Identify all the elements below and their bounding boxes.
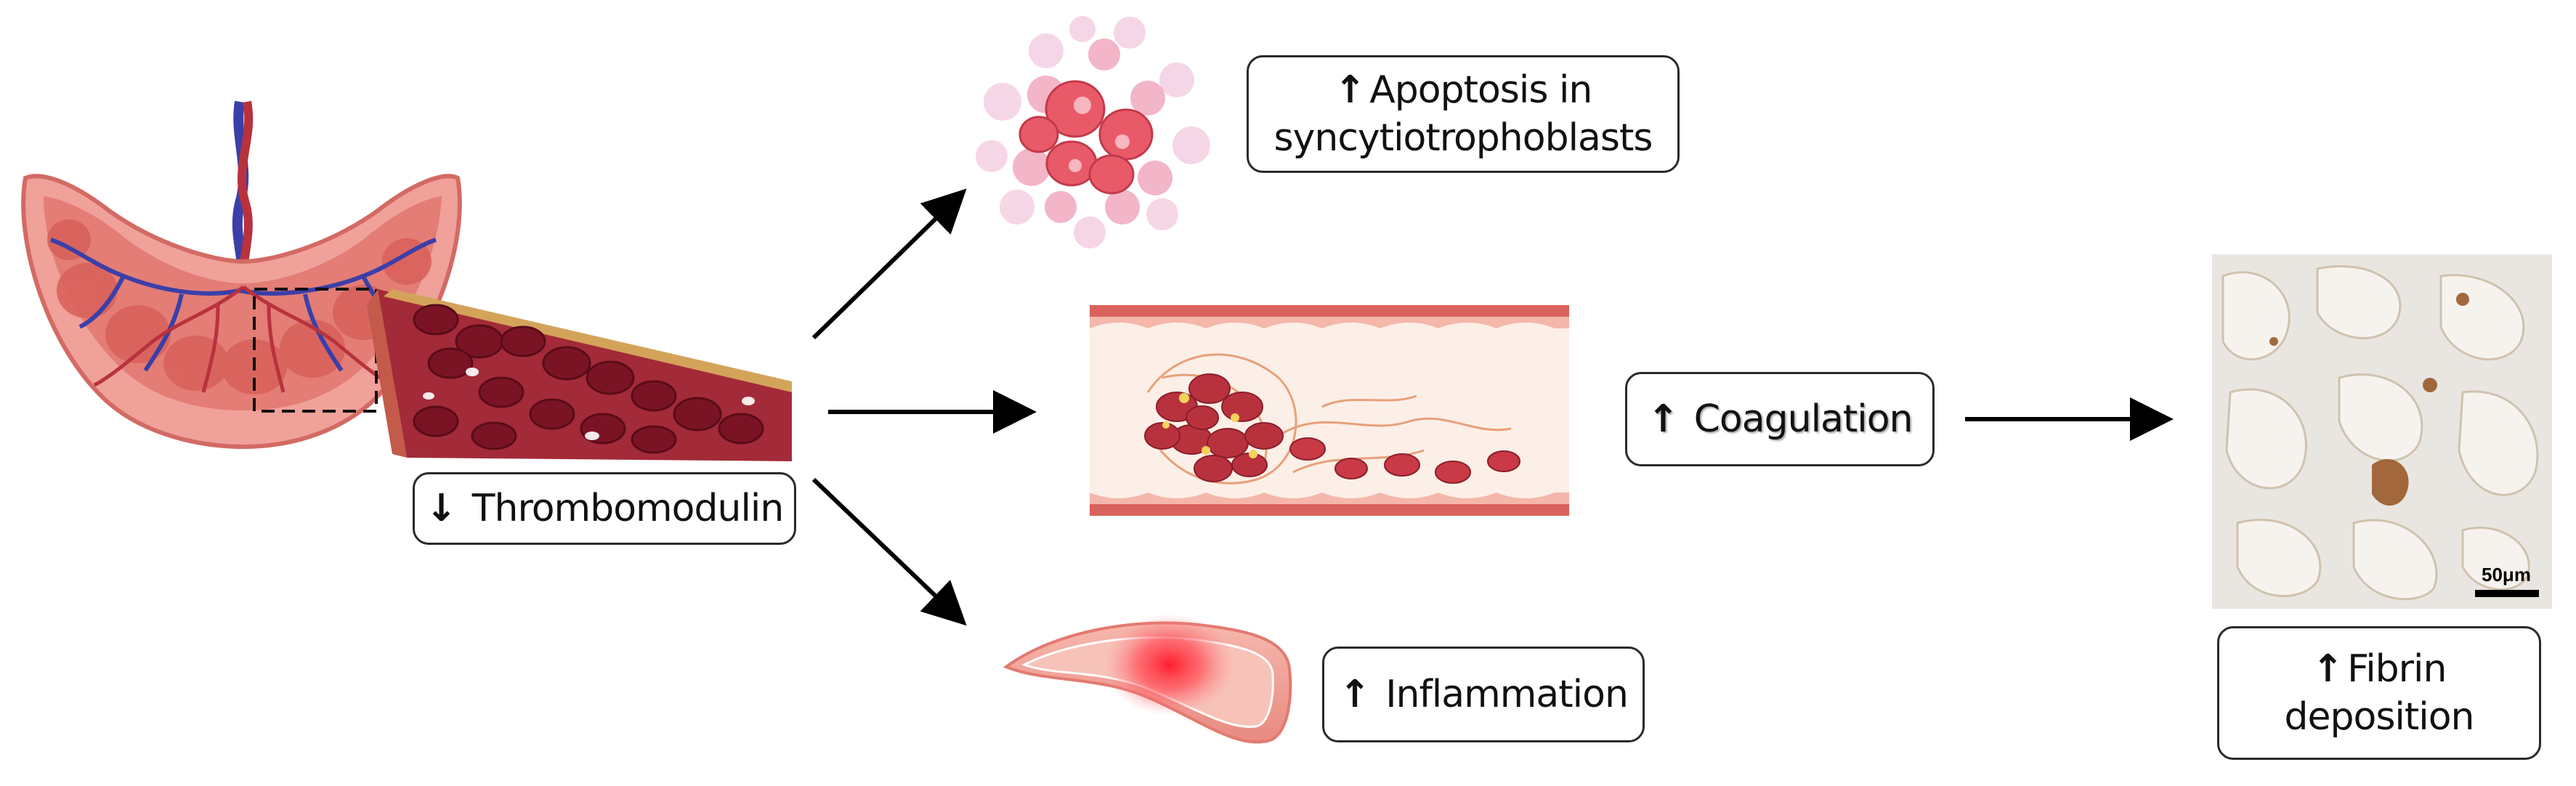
up-arrow-icon: ↑ [2312,647,2344,691]
up-arrow-icon: ↑ [1647,397,1680,441]
inflammation-text: Inflammation [1385,673,1629,716]
fibrin-deposition-label: ↑Fibrin deposition [2217,626,2541,760]
apoptosis-line1: Apoptosis in [1369,68,1592,112]
arrows [811,188,2174,626]
apoptosis-line2: syncytiotrophoblasts [1273,116,1653,160]
coagulation-label: ↑ Coagulation [1625,372,1935,466]
inflamed-vessel-illustration [1003,614,1292,744]
zoomed-vessel-illustration [367,289,792,461]
down-arrow-icon: ↓ [425,487,458,530]
thrombomodulin-label: ↓ Thrombomodulin [413,472,796,545]
arrow-to-inflammation [811,477,967,626]
fibrin-line1: Fibrin [2347,647,2447,691]
up-arrow-icon: ↑ [1339,673,1371,716]
arrow-to-apoptosis [811,188,967,340]
fibrin-line2: deposition [2284,695,2475,739]
apoptosis-label: ↑Apoptosis in syncytiotrophoblasts [1247,55,1680,173]
fibrin-micrograph: 50μm [2212,254,2552,609]
thrombomodulin-text: Thrombomodulin [471,487,785,530]
placenta-illustration [21,100,462,450]
coagulation-text: Coagulation [1693,397,1913,441]
vessel-clot-illustration [1090,305,1569,516]
inflammation-label: ↑ Inflammation [1322,647,1645,742]
apoptotic-cells-illustration [976,16,1210,248]
up-arrow-icon: ↑ [1334,68,1366,112]
scale-bar-label: 50μm [2482,564,2531,586]
